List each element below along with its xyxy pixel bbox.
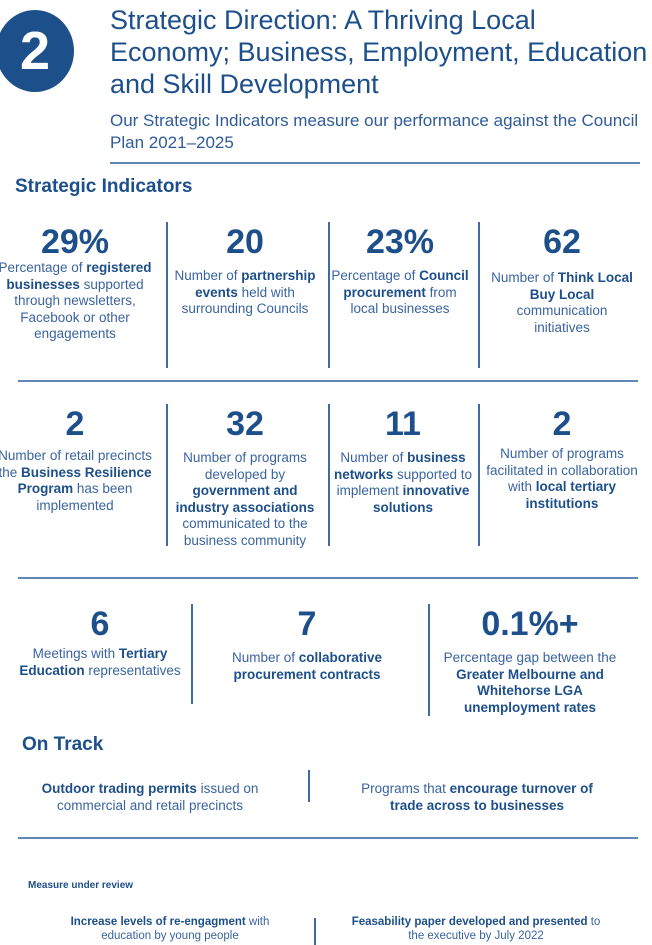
indicator-description: Number of partnership events held with s… bbox=[170, 268, 320, 318]
text: issued on commercial and retail precinct… bbox=[56, 781, 259, 813]
indicator-description: Percentage of Council procurement from l… bbox=[330, 268, 470, 318]
divider bbox=[18, 380, 638, 382]
indicator-description: Number of collaborative procurement cont… bbox=[212, 650, 402, 683]
indicator-value: 2 bbox=[65, 405, 85, 443]
emphasis-text: Think Local Buy Local bbox=[529, 270, 633, 302]
emphasis-text: Increase levels of re-engagment bbox=[70, 916, 246, 928]
divider bbox=[110, 162, 640, 164]
text: Number of programs facilitated in collab… bbox=[486, 446, 638, 494]
text: representatives bbox=[84, 662, 181, 678]
emphasis-text: collaborative procurement contracts bbox=[233, 650, 383, 682]
column-divider bbox=[314, 918, 316, 945]
under-review-item: Feasability paper developed and presente… bbox=[346, 915, 606, 943]
text: Meetings with bbox=[32, 646, 119, 661]
column-divider bbox=[428, 604, 430, 716]
text: Number of programs developed by bbox=[183, 450, 307, 482]
emphasis-text: government and industry associations bbox=[175, 483, 315, 515]
column-divider bbox=[308, 770, 310, 802]
indicator-description: Percentage of registered businesses supp… bbox=[0, 260, 155, 343]
indicator-description: Number of programs facilitated in collab… bbox=[482, 446, 642, 512]
page-title: Strategic Direction: A Thriving Local Ec… bbox=[110, 5, 648, 99]
indicator-value: 6 bbox=[90, 605, 110, 643]
text: Number of bbox=[340, 450, 408, 465]
text: Number of bbox=[491, 270, 558, 285]
emphasis-text: local tertiary institutions bbox=[525, 479, 617, 511]
text: Number of bbox=[231, 650, 299, 665]
indicator-description: Number of programs developed by governme… bbox=[165, 450, 325, 549]
text: Percentage of bbox=[331, 268, 420, 283]
column-divider bbox=[166, 222, 168, 368]
column-divider bbox=[328, 404, 330, 546]
divider bbox=[18, 837, 638, 839]
indicator-value: 29% bbox=[40, 223, 110, 261]
text: from local businesses bbox=[350, 284, 457, 317]
emphasis-text: partnership events bbox=[195, 268, 316, 300]
text: supported to implement bbox=[336, 466, 473, 499]
emphasis-text: Council procurement bbox=[343, 268, 469, 300]
indicator-description: Meetings with Tertiary Education represe… bbox=[5, 646, 195, 679]
on-track-item: Programs that encourage turnover of trad… bbox=[357, 780, 597, 814]
under-review-heading: Measure under review bbox=[28, 880, 134, 891]
text: Programs that bbox=[361, 781, 450, 796]
emphasis-text: business networks bbox=[333, 450, 466, 482]
emphasis-text: Outdoor trading permits bbox=[41, 781, 197, 796]
text: Number of retail precincts the bbox=[0, 448, 152, 480]
text: has been implemented bbox=[36, 481, 133, 513]
text: Percentage gap between the bbox=[443, 650, 617, 665]
indicator-value: 32 bbox=[226, 405, 264, 443]
column-divider bbox=[478, 222, 480, 368]
column-divider bbox=[166, 404, 168, 546]
indicator-value: 23% bbox=[365, 223, 435, 261]
column-divider bbox=[191, 604, 193, 704]
indicator-value: 0.1%+ bbox=[481, 605, 579, 643]
column-divider bbox=[478, 404, 480, 546]
section-number-badge: 2 bbox=[0, 10, 74, 92]
page-subtitle: Our Strategic Indicators measure our per… bbox=[110, 111, 639, 152]
indicator-description: Number of business networks supported to… bbox=[328, 450, 478, 516]
indicator-description: Number of retail precincts the Business … bbox=[0, 448, 155, 514]
on-track-item: Outdoor trading permits issued on commer… bbox=[35, 780, 265, 814]
strategic-indicators-heading: Strategic Indicators bbox=[15, 176, 193, 197]
emphasis-text: encourage turnover of trade across to bu… bbox=[389, 781, 593, 813]
text: Number of bbox=[174, 268, 242, 283]
text: with education by young people bbox=[101, 916, 270, 942]
text: to the executive by July 2022 bbox=[408, 916, 601, 942]
indicator-description: Number of Think Local Buy Local communic… bbox=[487, 270, 637, 336]
text: communicated to the business community bbox=[182, 516, 308, 548]
indicator-description: Percentage gap between the Greater Melbo… bbox=[430, 650, 630, 716]
emphasis-text: registered businesses bbox=[6, 260, 152, 292]
indicator-value: 2 bbox=[552, 405, 572, 443]
indicator-value: 20 bbox=[226, 223, 264, 261]
emphasis-text: Business Resilience Program bbox=[17, 464, 152, 497]
text: held with surrounding Councils bbox=[181, 284, 309, 317]
text: supported through newsletters, Facebook … bbox=[14, 276, 144, 342]
under-review-item: Increase levels of re-engagment with edu… bbox=[55, 915, 285, 943]
on-track-heading: On Track bbox=[22, 734, 104, 755]
emphasis-text: innovative solutions bbox=[373, 483, 470, 515]
indicator-value: 11 bbox=[385, 405, 421, 443]
emphasis-text: Greater Melbourne and Whitehorse LGA une… bbox=[456, 666, 604, 715]
column-divider bbox=[328, 222, 330, 368]
emphasis-text: Feasability paper developed and presente… bbox=[351, 916, 588, 928]
indicator-value: 7 bbox=[297, 605, 317, 643]
text: Percentage of bbox=[0, 260, 87, 275]
divider bbox=[18, 577, 638, 579]
indicator-value: 62 bbox=[543, 223, 581, 261]
emphasis-text: Tertiary Education bbox=[19, 646, 168, 678]
text: communication initiatives bbox=[516, 303, 608, 335]
